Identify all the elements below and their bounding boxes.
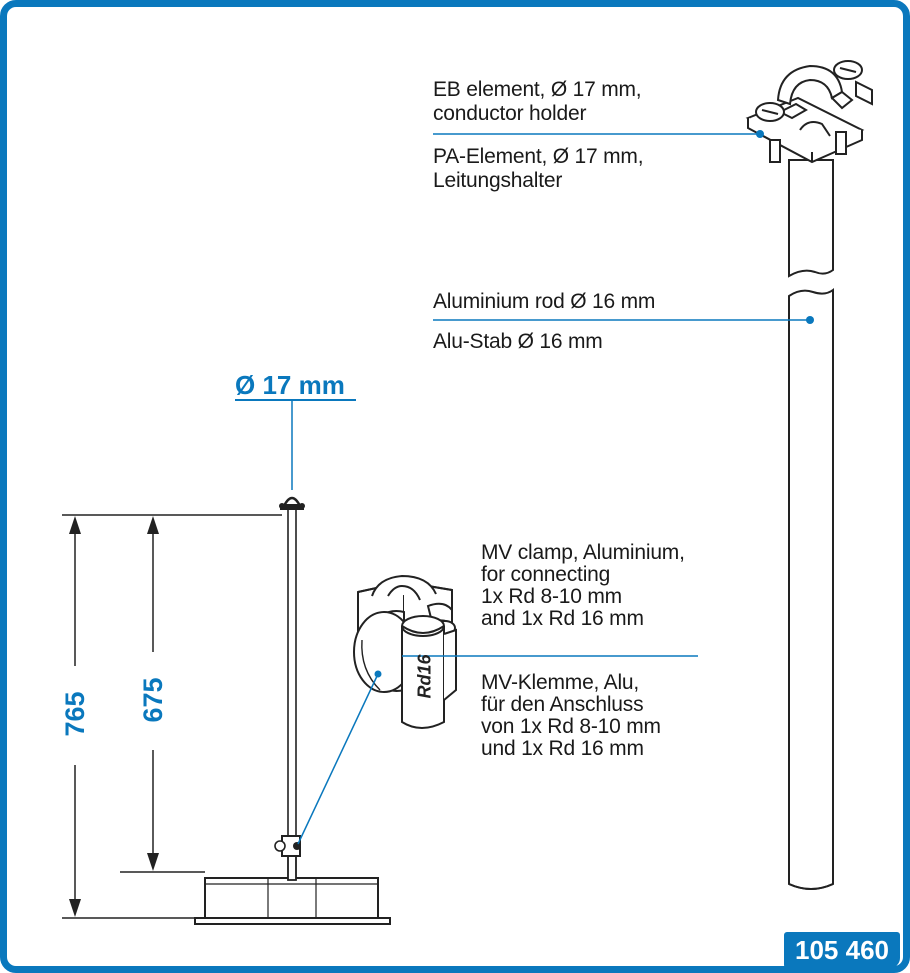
eb-element-label-en-line-2: conductor holder <box>433 102 587 125</box>
eb-element-label-de-line-1: PA-Element, Ø 17 mm, <box>433 145 644 168</box>
mv-clamp-label-en-line-3: 1x Rd 8-10 mm <box>481 585 622 608</box>
eb-element-label-en: EB element, Ø 17 mm, conductor holder <box>433 78 642 126</box>
dimension-675: 675 <box>138 677 168 723</box>
mv-clamp-label-en-line-1: MV clamp, Aluminium, <box>481 541 685 564</box>
rod-label-de: Alu-Stab Ø 16 mm <box>433 330 603 353</box>
article-number-badge: 105 460 <box>784 932 900 968</box>
mv-clamp-detail <box>353 574 457 729</box>
mv-clamp-label-de: MV-Klemme, Alu, für den Anschluss von 1x… <box>481 672 661 760</box>
aluminium-rod-detail <box>788 159 834 890</box>
mv-clamp-label-en-line-4: and 1x Rd 16 mm <box>481 607 644 630</box>
eb-element-label-de-line-2: Leitungshalter <box>433 169 563 192</box>
diameter-dimension: Ø 17 mm <box>235 370 345 400</box>
dimension-lines <box>62 514 282 919</box>
mv-clamp-label-en: MV clamp, Aluminium, for connecting 1x R… <box>481 542 685 630</box>
eb-element-holder <box>745 60 873 164</box>
eb-element-label-de: PA-Element, Ø 17 mm, Leitungshalter <box>433 145 644 193</box>
dimension-765: 765 <box>60 691 90 737</box>
mv-clamp-label-en-line-2: for connecting <box>481 563 611 586</box>
small-assembly <box>194 496 391 925</box>
eb-element-label-en-line-1: EB element, Ø 17 mm, <box>433 78 642 101</box>
mv-clamp-label-de-line-2: für den Anschluss <box>481 693 644 716</box>
clamp-marking-rd16: Rd16 <box>414 654 435 699</box>
eb-element-leader <box>433 130 764 138</box>
rod-leader <box>433 316 814 324</box>
mv-clamp-label-de-line-3: von 1x Rd 8-10 mm <box>481 715 661 738</box>
dimension-arrows <box>69 516 159 917</box>
rod-label-en: Aluminium rod Ø 16 mm <box>433 290 656 313</box>
mv-clamp-label-de-line-4: und 1x Rd 16 mm <box>481 737 644 760</box>
mv-clamp-leaders <box>297 655 698 845</box>
mv-clamp-label-de-line-1: MV-Klemme, Alu, <box>481 671 640 694</box>
